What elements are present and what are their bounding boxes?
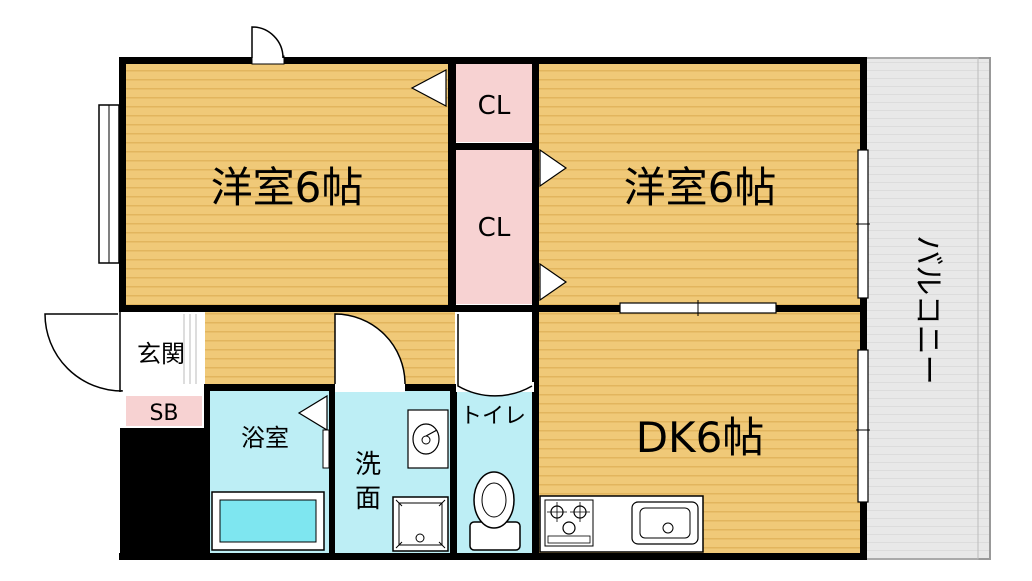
right-window-lower [856,349,870,503]
closet-door-1 [410,69,447,107]
hallway-floor [205,312,455,388]
black-area [120,428,206,558]
balcony-label: バルコニー [910,235,945,384]
kitchen-counter [539,495,704,553]
entrance-floor [124,312,204,392]
sliding-door [619,300,777,316]
dk-label: DK6帖 [636,413,765,462]
bathroom-label: 浴室 [241,424,289,452]
washroom-door [334,313,406,392]
western-room-2-label: 洋室6帖 [624,163,777,212]
western-room-2-floor [538,62,862,306]
closet-door-2b [539,262,568,302]
entrance-label: 玄関 [137,340,185,368]
closet-1-label: CL [478,91,511,121]
shoe-box [126,396,202,426]
bathroom-door [297,394,328,432]
closet-2-floor [456,150,532,304]
closet-2-label: CL [478,213,511,243]
balcony [865,57,991,560]
washroom-label-line1: 洗 [355,450,381,480]
bathtub [211,491,325,551]
top-door [251,26,285,65]
closet-1-floor [456,62,532,142]
toilet-label: トイレ [460,404,526,429]
right-window-upper [856,149,870,299]
toilet-bowl [469,471,521,551]
washing-machine-pan [392,496,449,552]
western-room-1-floor [124,62,448,306]
washbasin [407,409,449,469]
toilet-door [456,314,534,397]
western-room-1-label: 洋室6帖 [211,163,364,212]
shoe-box-label: SB [149,401,178,426]
entrance-door [44,312,197,392]
washroom-label-line2: 面 [355,484,381,514]
closet-door-2a [539,148,568,188]
